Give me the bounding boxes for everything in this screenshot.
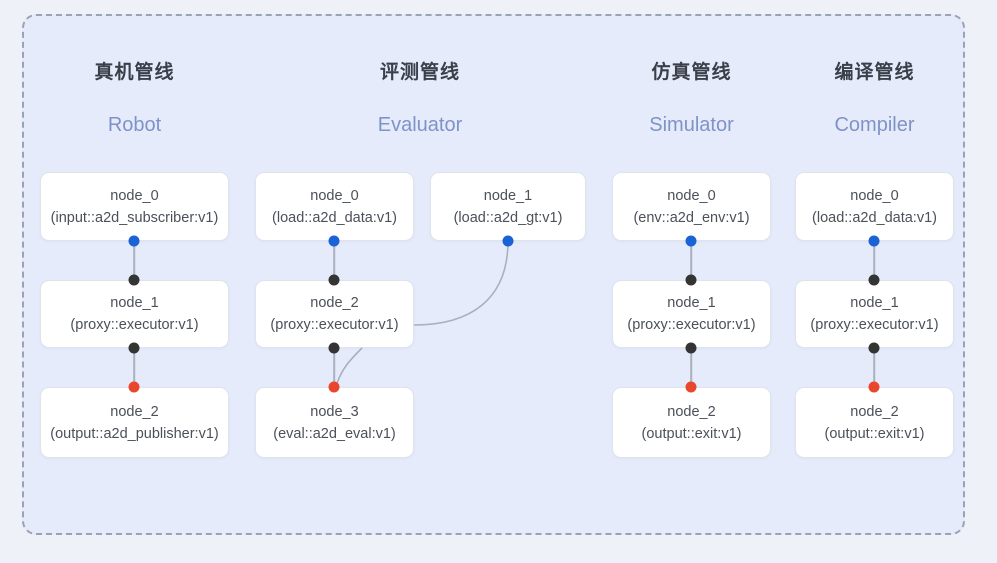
node-label-type: (load::a2d_gt:v1) [453, 209, 563, 226]
node-label-type: (output::exit:v1) [641, 425, 742, 442]
edge-compiler-0-1 [873, 241, 875, 280]
node-evaluator-0[interactable]: node_0 (load::a2d_data:v1) [255, 172, 414, 241]
node-robot-2[interactable]: node_2 (output::a2d_publisher:v1) [40, 387, 229, 458]
edge-simulator-0-1 [690, 241, 692, 280]
node-compiler-2[interactable]: node_2 (output::exit:v1) [795, 387, 954, 458]
node-robot-1[interactable]: node_1 (proxy::executor:v1) [40, 280, 229, 348]
node-label-type: (proxy::executor:v1) [810, 317, 939, 333]
node-label-type: (output::a2d_publisher:v1) [50, 425, 219, 442]
node-label-name: node_2 [110, 403, 159, 420]
node-simulator-2[interactable]: node_2 (output::exit:v1) [612, 387, 771, 458]
edge-compiler-1-2 [873, 348, 875, 387]
edge-evaluator-0-2 [333, 241, 335, 280]
edge-robot-1-2 [133, 348, 135, 387]
port-output-icon [685, 235, 697, 247]
port-input-icon [128, 274, 140, 286]
node-label-name: node_1 [667, 295, 716, 311]
node-label-name: node_3 [310, 403, 359, 420]
node-label-name: node_2 [310, 295, 359, 311]
port-output-icon [868, 235, 880, 247]
port-input-icon [685, 381, 697, 393]
port-output-icon [328, 235, 340, 247]
node-label-name: node_0 [310, 187, 359, 204]
node-label-type: (load::a2d_data:v1) [812, 209, 937, 226]
node-simulator-0[interactable]: node_0 (env::a2d_env:v1) [612, 172, 771, 241]
port-input-icon [868, 274, 880, 286]
node-evaluator-3[interactable]: node_3 (eval::a2d_eval:v1) [255, 387, 414, 458]
node-label-type: (proxy::executor:v1) [627, 317, 756, 333]
node-label-name: node_0 [850, 187, 899, 204]
node-label-type: (proxy::executor:v1) [270, 317, 399, 333]
node-simulator-1[interactable]: node_1 (proxy::executor:v1) [612, 280, 771, 348]
port-input-icon [685, 274, 697, 286]
node-label-type: (output::exit:v1) [824, 425, 925, 442]
port-input-icon [328, 274, 340, 286]
node-evaluator-2[interactable]: node_2 (proxy::executor:v1) [255, 280, 414, 348]
node-label-name: node_2 [850, 403, 899, 420]
port-output-icon [685, 342, 697, 354]
node-compiler-1[interactable]: node_1 (proxy::executor:v1) [795, 280, 954, 348]
port-input-icon [868, 381, 880, 393]
port-output-icon [502, 235, 514, 247]
port-output-icon [128, 235, 140, 247]
edge-evaluator-2-3 [333, 348, 335, 387]
port-output-icon [328, 342, 340, 354]
port-input-icon [328, 381, 340, 393]
edge-simulator-1-2 [690, 348, 692, 387]
node-label-name: node_1 [110, 295, 159, 311]
node-robot-0[interactable]: node_0 (input::a2d_subscriber:v1) [40, 172, 229, 241]
node-label-type: (eval::a2d_eval:v1) [273, 425, 396, 442]
edge-robot-0-1 [133, 241, 135, 280]
port-input-icon [128, 381, 140, 393]
node-label-name: node_1 [850, 295, 899, 311]
node-compiler-0[interactable]: node_0 (load::a2d_data:v1) [795, 172, 954, 241]
port-output-icon [868, 342, 880, 354]
node-label-type: (input::a2d_subscriber:v1) [50, 209, 219, 226]
node-label-name: node_1 [483, 187, 533, 204]
node-label-name: node_0 [110, 187, 159, 204]
node-label-type: (env::a2d_env:v1) [633, 209, 750, 226]
port-output-icon [128, 342, 140, 354]
node-label-type: (proxy::executor:v1) [70, 317, 199, 333]
node-label-type: (load::a2d_data:v1) [272, 209, 397, 226]
node-label-name: node_2 [667, 403, 716, 420]
node-evaluator-1[interactable]: node_1 (load::a2d_gt:v1) [430, 172, 586, 241]
node-label-name: node_0 [667, 187, 716, 204]
